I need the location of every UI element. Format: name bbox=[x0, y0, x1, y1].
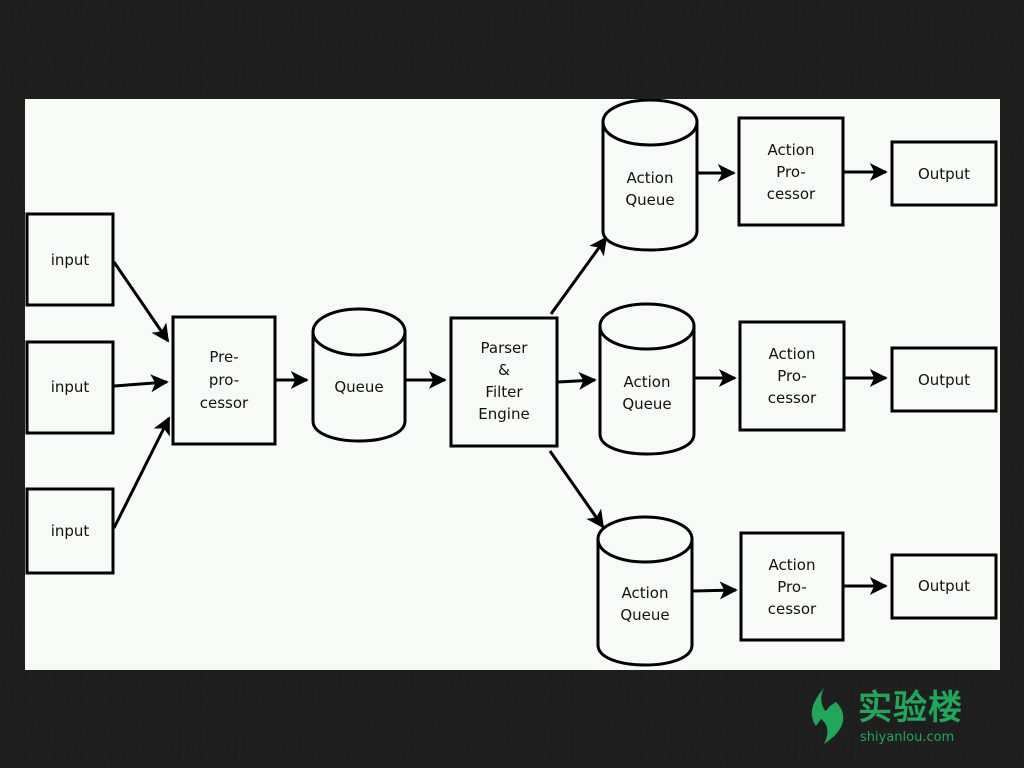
node-label: input bbox=[51, 378, 90, 396]
node-label: input bbox=[51, 251, 90, 269]
action-processor-node: Action Pro- cessor bbox=[739, 531, 845, 642]
node-label: cessor bbox=[768, 600, 817, 618]
node-label: Pro- bbox=[777, 578, 807, 596]
node-label: Queue bbox=[625, 191, 674, 209]
node-label: Action bbox=[768, 141, 815, 159]
edge-engine-to-action-queue bbox=[548, 450, 605, 529]
brand-name: 实验楼 bbox=[858, 688, 963, 728]
preprocessor-node: Pre- pro- cessor bbox=[171, 315, 277, 446]
queue-node: Queue bbox=[311, 307, 407, 443]
action-queue-node: Action Queue bbox=[598, 302, 696, 456]
edge-input-to-preprocessor bbox=[113, 374, 169, 393]
node-label: Action bbox=[622, 584, 669, 602]
edge-input-to-preprocessor bbox=[112, 261, 170, 343]
node-label: Queue bbox=[334, 378, 383, 396]
node-label: Engine bbox=[478, 405, 529, 423]
node-label: Output bbox=[918, 371, 970, 389]
action-queue-node: Action Queue bbox=[601, 98, 699, 252]
input-node: input bbox=[25, 340, 115, 435]
node-label: Pro- bbox=[776, 163, 806, 181]
input-node: input bbox=[25, 487, 115, 575]
node-label: & bbox=[498, 361, 510, 379]
node-label: Pro- bbox=[777, 367, 807, 385]
node-label: Pre- bbox=[209, 348, 238, 366]
node-label: pro- bbox=[209, 371, 239, 389]
input-node: input bbox=[25, 212, 115, 307]
node-label: Queue bbox=[620, 606, 669, 624]
output-node: Output bbox=[890, 140, 998, 207]
brand-domain: shiyanlou.com bbox=[860, 730, 955, 745]
node-label: cessor bbox=[767, 185, 816, 203]
action-processor-node: Action Pro- cessor bbox=[738, 320, 846, 432]
node-label: Parser bbox=[481, 339, 529, 357]
edge-action-queue-to-processor bbox=[692, 581, 738, 600]
parser-filter-engine-node: Parser & Filter Engine bbox=[449, 316, 559, 448]
action-processor-node: Action Pro- cessor bbox=[737, 116, 845, 227]
node-label: Filter bbox=[485, 383, 523, 401]
node-label: cessor bbox=[768, 389, 817, 407]
shiyanlou-logo: 实验楼 shiyanlou.com bbox=[806, 684, 986, 750]
node-label: input bbox=[51, 522, 90, 540]
output-node: Output bbox=[890, 553, 998, 620]
node-label: Action bbox=[627, 169, 674, 187]
node-label: Action bbox=[624, 373, 671, 391]
diagram-canvas: input input input Pre- pro- cessor bbox=[25, 98, 1000, 670]
edge-engine-to-action-queue bbox=[549, 236, 608, 315]
edge-engine-to-action-queue bbox=[557, 371, 597, 390]
node-label: cessor bbox=[200, 394, 249, 412]
node-label: Output bbox=[918, 577, 970, 595]
output-node: Output bbox=[890, 346, 998, 413]
pipeline-diagram: input input input Pre- pro- cessor bbox=[25, 98, 998, 667]
leaf-logo-icon bbox=[811, 688, 844, 744]
node-label: Action bbox=[769, 556, 816, 574]
node-label: Queue bbox=[622, 395, 671, 413]
node-label: Output bbox=[918, 165, 970, 183]
edge-input-to-preprocessor bbox=[112, 416, 171, 529]
action-queue-node: Action Queue bbox=[596, 515, 694, 667]
node-label: Action bbox=[769, 345, 816, 363]
